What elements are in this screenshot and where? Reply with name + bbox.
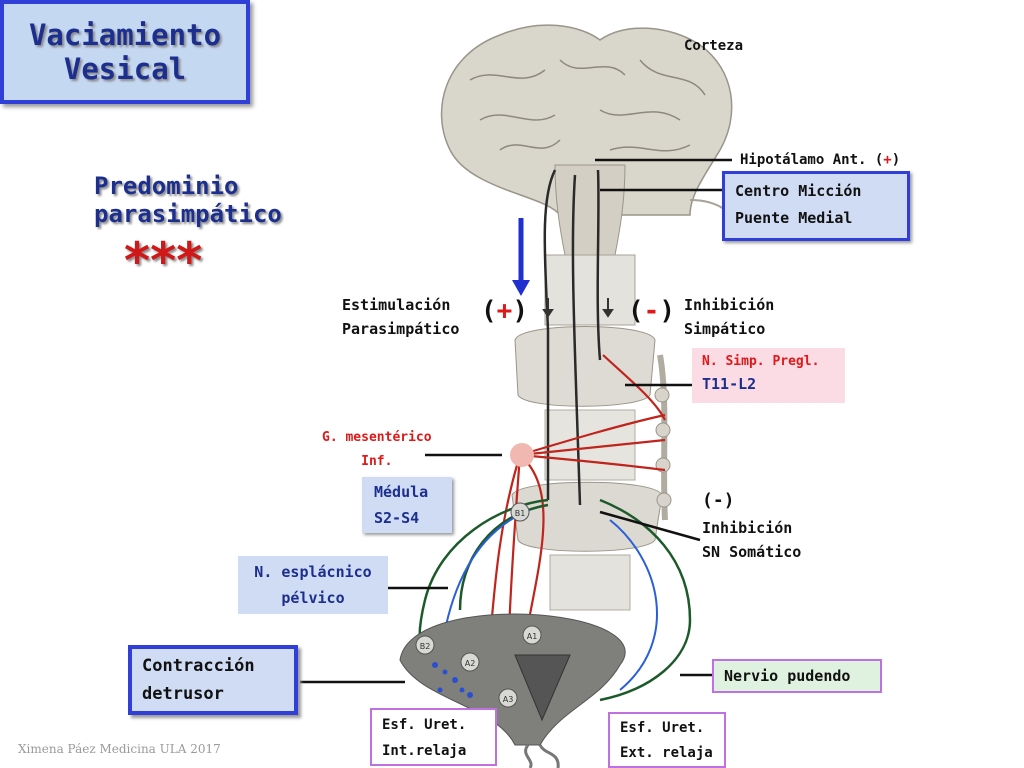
hipotalamo-text: Hipotálamo Ant. ( (740, 152, 884, 168)
label-estimulacion: Estimulación Parasimpático (342, 296, 460, 338)
esf-int-box: Esf. Uret. Int.relaja (370, 708, 497, 766)
label-esf-int: Esf. Uret. Int.relaja (382, 717, 467, 759)
plus-sign: + (496, 296, 513, 326)
bladder-illustration: B2 A2 A1 A3 B1 (399, 502, 626, 768)
receptor-dots (432, 662, 473, 698)
emphasis-stars: *** (122, 232, 204, 290)
label-corteza: Corteza (684, 38, 744, 54)
label-nervio-pudendo: Nervio pudendo (724, 667, 851, 685)
label-t11-l2: T11-L2 (702, 375, 757, 393)
label-n-esplacnico: N. esplácnico pélvico (254, 563, 372, 607)
sympathetic-chain (654, 354, 672, 521)
plus-sign-label: (+) (481, 296, 528, 326)
label-n-simp-pregl: N. Simp. Pregl. (702, 354, 820, 369)
pudendo-box: Nervio pudendo (712, 659, 882, 693)
page-title: Vaciamiento Vesical (28, 18, 222, 86)
marker-a2: A2 (465, 659, 476, 668)
brain-illustration (440, 24, 740, 256)
centro-miccion-box: Centro Micción Puente Medial (722, 171, 910, 241)
label-inhibicion-simpatico: Inhibición Simpático (684, 296, 775, 338)
minus-sign: - (643, 296, 660, 326)
minus-open: ( (628, 296, 644, 326)
label-somatico-sign: (-) (702, 490, 735, 511)
footer-credit: Ximena Páez Medicina ULA 2017 (18, 742, 221, 756)
hipotalamo-sign: + (883, 152, 892, 168)
descending-arrow-icon (512, 218, 530, 296)
esf-ext-box: Esf. Uret. Ext. relaja (608, 712, 726, 768)
label-g-mesenterico: G. mesentérico Inf. (322, 430, 432, 469)
marker-b1: B1 (515, 509, 526, 518)
marker-a3: A3 (503, 695, 514, 704)
label-medula: Médula S2-S4 (374, 483, 429, 527)
contraccion-box: Contracción detrusor (128, 645, 298, 715)
marker-b2: B2 (420, 642, 431, 651)
minus-close: ) (659, 296, 675, 326)
hipotalamo-close: ) (891, 152, 901, 168)
descending-tracts (543, 169, 602, 506)
title-box: Vaciamiento Vesical (0, 0, 250, 104)
label-hipotalamo: Hipotálamo Ant. (+) (740, 148, 900, 172)
plus-close: ) (512, 296, 528, 326)
medula-box: Médula S2-S4 (362, 477, 452, 533)
leader-lines (300, 158, 732, 684)
simp-pregl-box: N. Simp. Pregl. T11-L2 (692, 348, 845, 403)
marker-a1: A1 (527, 632, 538, 641)
plus-open: ( (481, 296, 497, 326)
label-contraccion: Contracción detrusor (142, 656, 255, 704)
mesenteric-ganglion-icon (510, 443, 534, 467)
esplacnico-box: N. esplácnico pélvico (238, 556, 388, 614)
small-arrow-icons (542, 298, 614, 318)
label-centro-miccion: Centro Micción Puente Medial (735, 182, 862, 227)
label-inhibicion-somatico: Inhibición SN Somático (702, 519, 802, 561)
label-esf-ext: Esf. Uret. Ext. relaja (620, 720, 713, 761)
subtitle: Predominio parasimpático (94, 172, 282, 228)
minus-sign-label: (-) (628, 296, 675, 326)
sympathetic-fibers (488, 354, 666, 661)
